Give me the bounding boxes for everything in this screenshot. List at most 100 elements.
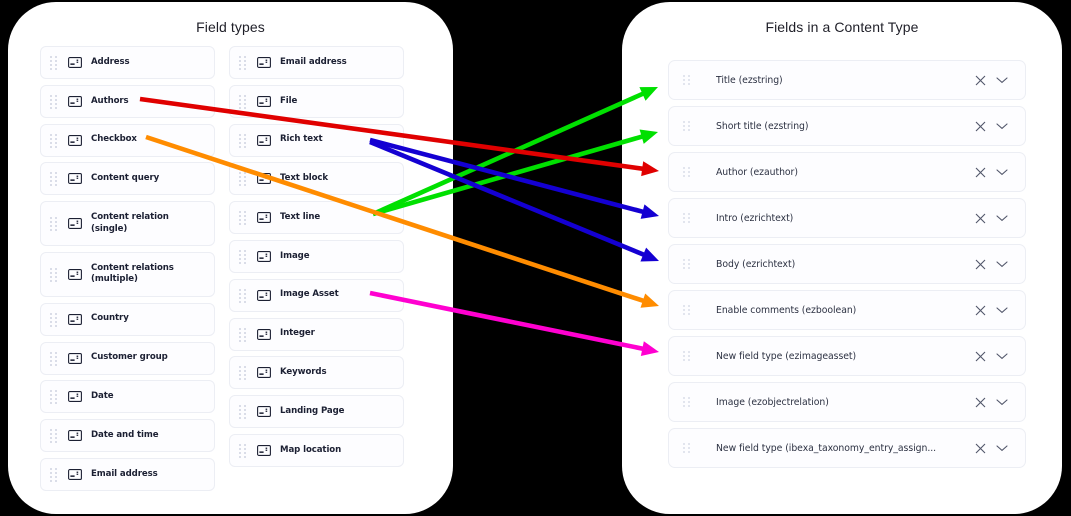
field-type-card[interactable]: Email address [40, 457, 215, 491]
close-icon[interactable] [969, 437, 991, 459]
drag-handle-icon[interactable] [239, 94, 248, 109]
field-type-label: Content relation (single) [91, 212, 169, 234]
field-type-card[interactable]: Content query [40, 162, 215, 196]
drag-handle-icon[interactable] [50, 267, 59, 282]
field-type-icon [68, 269, 82, 280]
drag-handle-icon[interactable] [683, 166, 691, 178]
content-type-field-label: New field type (ibexa_taxonomy_entry_ass… [716, 442, 937, 454]
drag-handle-icon[interactable] [50, 94, 59, 109]
drag-handle-icon[interactable] [50, 56, 59, 70]
content-type-field-row[interactable]: New field type (ezimageasset) [668, 336, 1026, 376]
chevron-down-icon[interactable] [991, 299, 1013, 321]
field-type-icon [257, 445, 271, 456]
field-type-card[interactable]: File [229, 84, 404, 118]
drag-handle-icon[interactable] [239, 172, 248, 187]
chevron-down-icon[interactable] [991, 115, 1013, 137]
content-type-field-row[interactable]: Enable comments (ezboolean) [668, 290, 1026, 330]
field-type-card[interactable]: Image Asset [229, 278, 404, 312]
close-icon[interactable] [969, 161, 991, 183]
close-icon[interactable] [969, 69, 991, 91]
drag-handle-icon[interactable] [239, 56, 248, 70]
drag-handle-icon[interactable] [239, 133, 248, 148]
drag-handle-icon[interactable] [50, 133, 59, 148]
content-type-field-row[interactable]: Body (ezrichtext) [668, 244, 1026, 284]
close-icon[interactable] [969, 391, 991, 413]
field-type-card[interactable]: Content relations (multiple) [40, 251, 215, 297]
chevron-down-icon[interactable] [991, 207, 1013, 229]
field-type-card[interactable]: Date and time [40, 419, 215, 453]
content-type-field-label: New field type (ezimageasset) [716, 350, 857, 362]
field-type-card[interactable]: Keywords [229, 356, 404, 390]
field-type-label: Customer group [91, 352, 168, 363]
content-type-field-row[interactable]: Author (ezauthor) [668, 152, 1026, 192]
field-type-icon [68, 469, 82, 480]
field-type-card[interactable]: Customer group [40, 341, 215, 375]
field-type-label: Country [91, 313, 129, 324]
drag-handle-icon[interactable] [683, 304, 691, 316]
drag-handle-icon[interactable] [239, 288, 248, 303]
field-type-card[interactable]: Integer [229, 317, 404, 351]
field-type-label: Text line [280, 211, 321, 222]
drag-handle-icon[interactable] [683, 212, 691, 224]
drag-handle-icon[interactable] [239, 249, 248, 264]
field-type-label: Date [91, 391, 114, 402]
field-type-card[interactable]: Date [40, 380, 215, 414]
drag-handle-icon[interactable] [683, 120, 691, 132]
field-type-card[interactable]: Checkbox [40, 123, 215, 157]
content-type-field-row[interactable]: Intro (ezrichtext) [668, 198, 1026, 238]
drag-handle-icon[interactable] [683, 350, 691, 362]
field-type-card[interactable]: Authors [40, 84, 215, 118]
drag-handle-icon[interactable] [239, 327, 248, 342]
drag-handle-icon[interactable] [239, 211, 248, 226]
close-icon[interactable] [969, 345, 991, 367]
drag-handle-icon[interactable] [683, 74, 691, 86]
field-type-icon [68, 218, 82, 230]
field-type-icon [257, 251, 271, 262]
field-type-card[interactable]: Text block [229, 162, 404, 196]
field-type-card[interactable]: Image [229, 239, 404, 273]
chevron-down-icon[interactable] [991, 161, 1013, 183]
drag-handle-icon[interactable] [50, 351, 59, 366]
content-type-field-row[interactable]: New field type (ibexa_taxonomy_entry_ass… [668, 428, 1026, 468]
drag-handle-icon[interactable] [50, 429, 59, 444]
content-type-field-row[interactable]: Short title (ezstring) [668, 106, 1026, 146]
chevron-down-icon[interactable] [991, 437, 1013, 459]
close-icon[interactable] [969, 207, 991, 229]
field-type-icon [257, 134, 271, 146]
chevron-down-icon[interactable] [991, 391, 1013, 413]
chevron-down-icon[interactable] [991, 345, 1013, 367]
field-type-card[interactable]: Content relation (single) [40, 201, 215, 247]
content-type-field-row[interactable]: Image (ezobjectrelation) [668, 382, 1026, 422]
field-type-card[interactable]: Email address [229, 46, 404, 79]
content-type-field-row[interactable]: Title (ezstring) [668, 60, 1026, 100]
field-type-icon [257, 95, 271, 107]
drag-handle-icon[interactable] [683, 396, 691, 408]
close-icon[interactable] [969, 253, 991, 275]
drag-handle-icon[interactable] [50, 390, 59, 405]
drag-handle-icon[interactable] [50, 312, 59, 327]
field-type-card[interactable]: Rich text [229, 123, 404, 157]
field-type-card[interactable]: Landing Page [229, 395, 404, 429]
content-type-field-label: Enable comments (ezboolean) [716, 304, 857, 316]
field-type-card[interactable]: Map location [229, 433, 404, 467]
field-type-card[interactable]: Country [40, 302, 215, 336]
drag-handle-icon[interactable] [683, 258, 691, 270]
drag-handle-icon[interactable] [239, 443, 248, 458]
drag-handle-icon[interactable] [239, 405, 248, 420]
field-type-card[interactable]: Text line [229, 201, 404, 235]
field-type-label: Checkbox [91, 134, 137, 145]
close-icon[interactable] [969, 299, 991, 321]
drag-handle-icon[interactable] [239, 366, 248, 381]
content-type-field-label: Body (ezrichtext) [716, 258, 796, 270]
content-type-field-label: Short title (ezstring) [716, 120, 809, 132]
chevron-down-icon[interactable] [991, 253, 1013, 275]
drag-handle-icon[interactable] [50, 172, 59, 187]
drag-handle-icon[interactable] [50, 217, 59, 232]
drag-handle-icon[interactable] [50, 467, 59, 482]
field-type-icon [68, 352, 82, 364]
chevron-down-icon[interactable] [991, 69, 1013, 91]
field-type-card[interactable]: Address [40, 46, 215, 79]
drag-handle-icon[interactable] [683, 442, 691, 454]
close-icon[interactable] [969, 115, 991, 137]
